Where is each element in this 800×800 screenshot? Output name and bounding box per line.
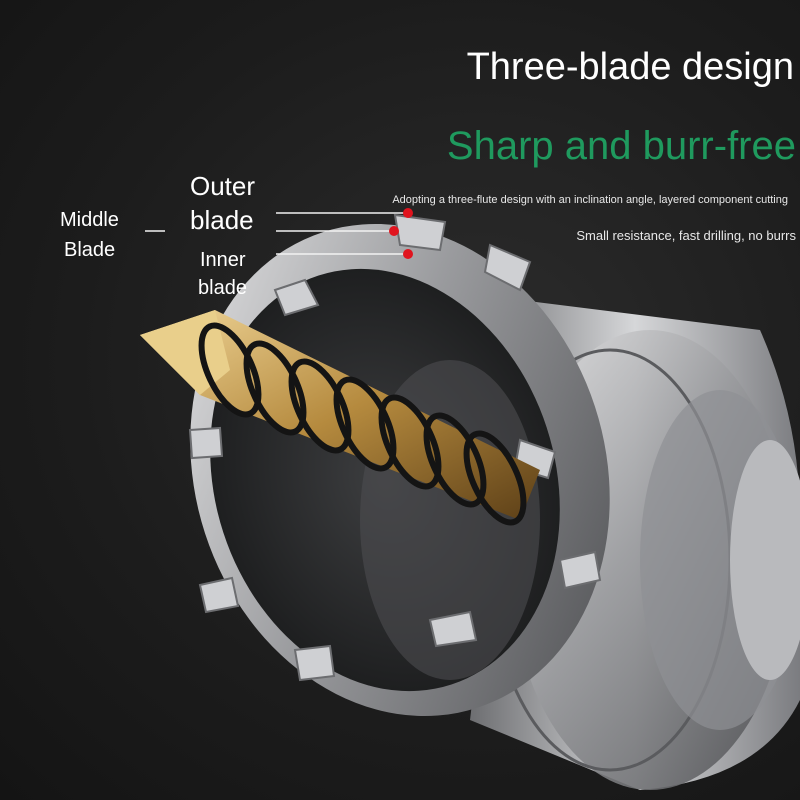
description-1: Adopting a three-flute design with an in… bbox=[392, 194, 788, 206]
headline: Three-blade design bbox=[466, 46, 794, 88]
outer-blade-label-line2: blade bbox=[190, 205, 254, 235]
spring bbox=[198, 322, 527, 526]
callout-lines bbox=[145, 212, 408, 255]
description-2: Small resistance, fast drilling, no burr… bbox=[576, 228, 796, 243]
red-markers bbox=[389, 208, 413, 259]
inner-blade-label-line2: blade bbox=[198, 277, 247, 299]
middle-blade-label-line2: Blade bbox=[64, 239, 116, 261]
marker-inner bbox=[403, 249, 413, 259]
marker-outer bbox=[403, 208, 413, 218]
subheadline: Sharp and burr-free bbox=[446, 124, 796, 168]
marker-middle bbox=[389, 226, 399, 236]
middle-blade-label-line1: Middle bbox=[60, 209, 119, 231]
outer-blade-label-line1: Outer bbox=[190, 171, 256, 201]
inner-blade-label-line1: Inner bbox=[200, 249, 246, 271]
